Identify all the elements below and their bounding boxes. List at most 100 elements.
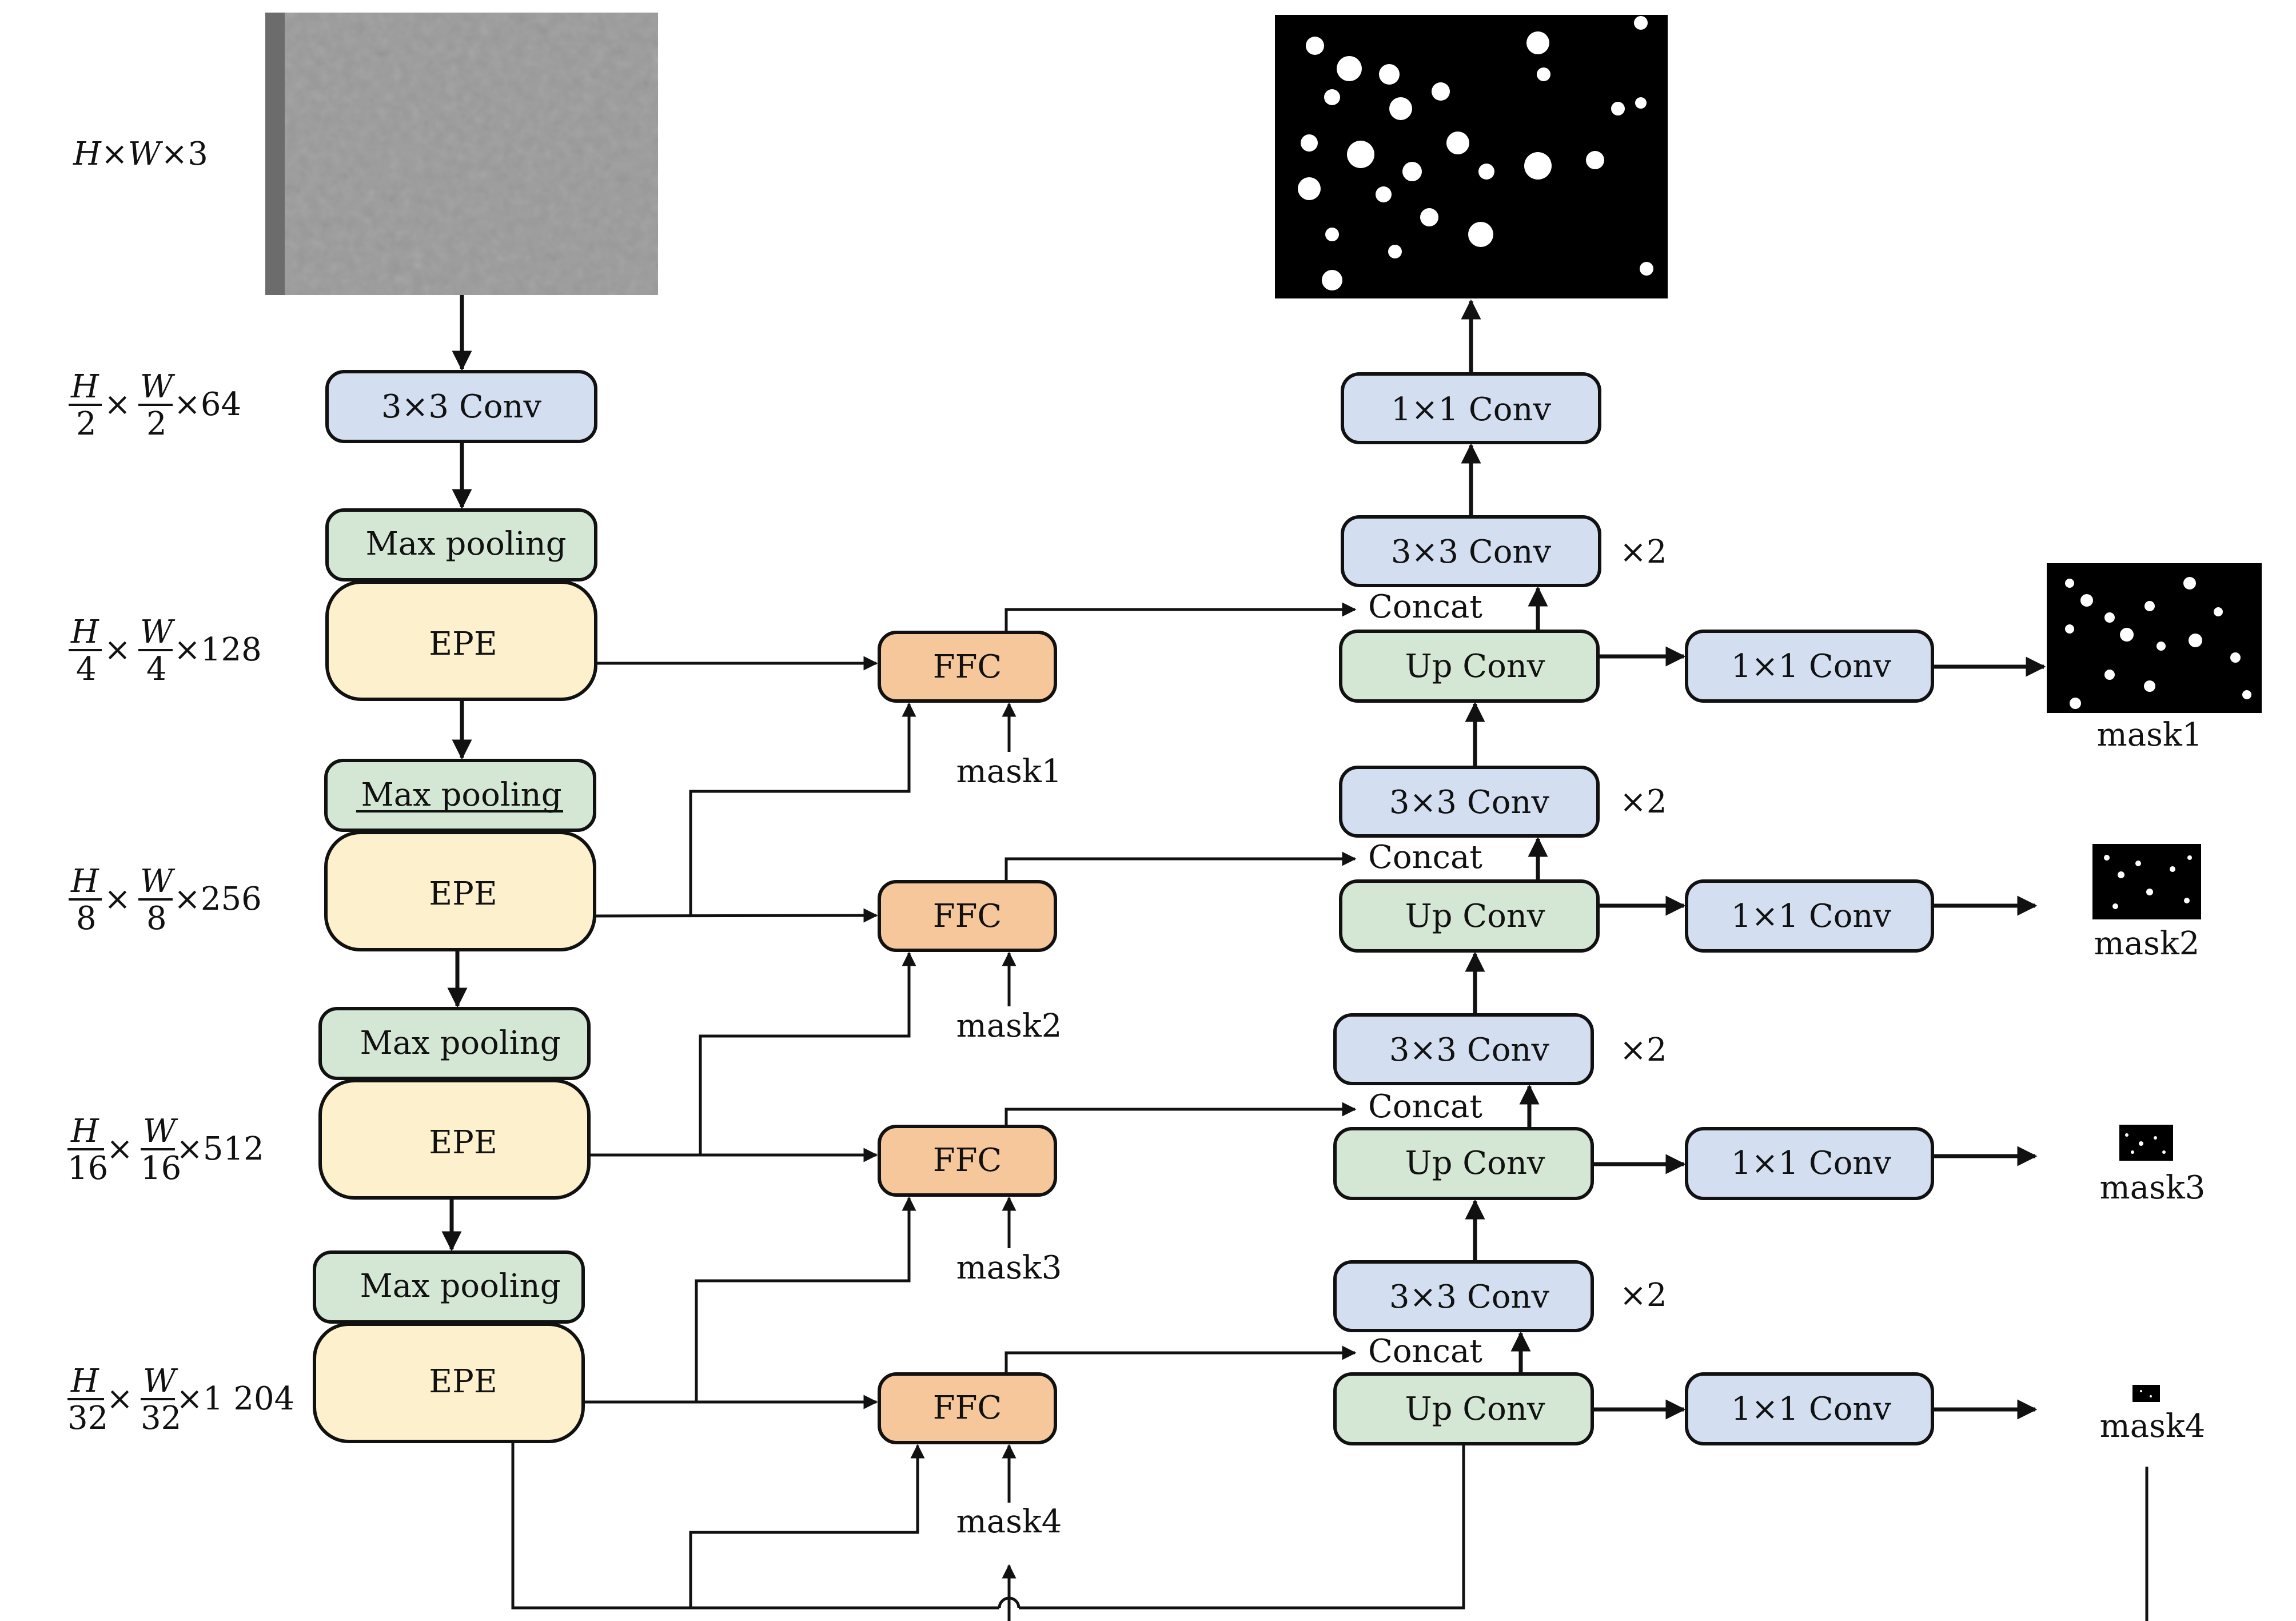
svg-text:3×3 Conv: 3×3 Conv [1389, 1031, 1550, 1069]
svg-text:×256: ×256 [174, 881, 262, 918]
svg-text:FFC: FFC [933, 648, 1002, 686]
svg-text:Up Conv: Up Conv [1405, 1145, 1545, 1182]
svg-text:H×W×3: H×W×3 [73, 136, 208, 173]
svg-text:H: H [70, 863, 99, 900]
input-image [265, 13, 658, 295]
encoder-maxpool-3: Max pooling [318, 1007, 591, 1080]
decoder-conv1x1-side-1: 1×1 Conv [1685, 630, 1934, 703]
svg-text:FFC: FFC [933, 898, 1002, 935]
svg-text:H: H [70, 368, 99, 405]
svg-text:H: H [70, 614, 99, 651]
svg-text:W: W [140, 863, 176, 900]
ffc-mask-input-4: mask4 [956, 1503, 1062, 1540]
svg-text:Up Conv: Up Conv [1405, 1391, 1545, 1428]
svg-text:32: 32 [141, 1400, 181, 1437]
repeat-x2-1: ×2 [1620, 533, 1667, 571]
svg-text:16: 16 [67, 1150, 108, 1187]
decoder-upconv-4: Up Conv [1333, 1372, 1594, 1445]
encoder-maxpool-1: Max pooling [325, 508, 597, 582]
decoder-conv3x3-1: 3×3 Conv [1341, 515, 1601, 587]
concat-label-4: Concat [1368, 1333, 1482, 1370]
decoder-conv1x1-side-3: 1×1 Conv [1685, 1127, 1934, 1200]
decoder-conv1x1-side-4: 1×1 Conv [1685, 1372, 1934, 1445]
svg-text:Max pooling: Max pooling [365, 525, 566, 563]
ffc-mask-input-1: mask1 [956, 753, 1062, 790]
svg-text:×128: ×128 [174, 631, 262, 668]
mask4-image [2132, 1385, 2160, 1402]
svg-text:1×1 Conv: 1×1 Conv [1391, 391, 1552, 428]
concat-label-2: Concat [1368, 839, 1482, 876]
svg-text:2: 2 [76, 405, 97, 443]
dim-label-4: H 16 × W 16 ×512 [67, 1113, 264, 1187]
svg-text:×: × [104, 881, 131, 918]
svg-text:EPE: EPE [429, 1363, 497, 1400]
ffc-4: FFC [878, 1372, 1057, 1444]
dim-label-input: H×W×3 [73, 136, 208, 173]
encoder-conv3x3: 3×3 Conv [325, 370, 597, 443]
encoder-maxpool-4: Max pooling [313, 1250, 585, 1324]
svg-text:×: × [104, 386, 131, 423]
svg-text:Up Conv: Up Conv [1405, 898, 1545, 935]
svg-text:1×1 Conv: 1×1 Conv [1731, 898, 1892, 935]
svg-text:1×1 Conv: 1×1 Conv [1731, 1145, 1892, 1182]
svg-text:×64: ×64 [174, 386, 241, 423]
decoder-conv3x3-4: 3×3 Conv [1333, 1260, 1594, 1332]
svg-text:H: H [70, 1113, 99, 1150]
svg-text:4: 4 [76, 651, 97, 688]
svg-text:EPE: EPE [429, 1124, 497, 1161]
mask1-caption: mask1 [2097, 716, 2203, 754]
svg-text:×: × [104, 631, 131, 668]
ffc-mask-input-3: mask3 [956, 1249, 1062, 1287]
svg-text:3×3 Conv: 3×3 Conv [381, 388, 542, 425]
mask2-image [2092, 844, 2201, 919]
output-mask-image [1275, 15, 1668, 298]
svg-text:Up Conv: Up Conv [1405, 648, 1545, 685]
svg-text:3×3 Conv: 3×3 Conv [1389, 784, 1550, 821]
svg-text:8: 8 [76, 900, 97, 937]
connectors [441, 295, 2148, 1621]
ffc-2: FFC [878, 880, 1057, 952]
svg-text:Max pooling: Max pooling [360, 1025, 560, 1062]
dim-label-1: H 2 × W 2 ×64 [69, 368, 241, 443]
dim-label-2: H 4 × W 4 ×128 [69, 614, 262, 688]
encoder-epe-4: EPE [313, 1323, 585, 1443]
mask3-image [2119, 1125, 2173, 1161]
decoder-upconv-3: Up Conv [1333, 1127, 1594, 1200]
dim-h: H [73, 136, 102, 173]
svg-text:32: 32 [67, 1400, 108, 1437]
svg-text:×: × [106, 1380, 133, 1417]
ffc-1: FFC [878, 631, 1057, 703]
svg-text:1×1 Conv: 1×1 Conv [1731, 1391, 1892, 1428]
svg-text:16: 16 [141, 1150, 181, 1187]
svg-text:×1 204: ×1 204 [176, 1380, 294, 1417]
svg-text:Max pooling: Max pooling [361, 776, 561, 814]
svg-text:2: 2 [146, 405, 167, 443]
svg-text:W: W [140, 368, 176, 405]
decoder-conv3x3-3: 3×3 Conv [1333, 1013, 1594, 1085]
decoder-conv1x1-side-2: 1×1 Conv [1685, 879, 1934, 953]
svg-text:FFC: FFC [933, 1142, 1002, 1179]
repeat-x2-4: ×2 [1620, 1277, 1667, 1314]
encoder-epe-3: EPE [318, 1079, 591, 1200]
svg-text:FFC: FFC [933, 1389, 1002, 1427]
dim-label-3: H 8 × W 8 ×256 [69, 863, 262, 937]
concat-label-1: Concat [1368, 588, 1482, 626]
svg-text:3×3 Conv: 3×3 Conv [1389, 1279, 1550, 1316]
mask1-image [2047, 563, 2262, 713]
svg-text:W: W [143, 1113, 178, 1150]
decoder-conv1x1-top: 1×1 Conv [1341, 372, 1601, 444]
encoder-epe-1: EPE [325, 580, 597, 701]
svg-text:W: W [140, 614, 176, 651]
repeat-x2-3: ×2 [1620, 1031, 1667, 1069]
svg-text:EPE: EPE [429, 626, 497, 663]
ffc-3: FFC [878, 1125, 1057, 1197]
svg-text:×: × [106, 1130, 133, 1168]
mask2-caption: mask2 [2094, 925, 2200, 962]
encoder-epe-2: EPE [324, 831, 596, 951]
encoder-maxpool-2: Max pooling [324, 759, 596, 832]
decoder-upconv-1: Up Conv [1339, 630, 1600, 703]
repeat-x2-2: ×2 [1620, 783, 1667, 821]
svg-text:3×3 Conv: 3×3 Conv [1391, 533, 1552, 571]
decoder-upconv-2: Up Conv [1339, 879, 1600, 953]
